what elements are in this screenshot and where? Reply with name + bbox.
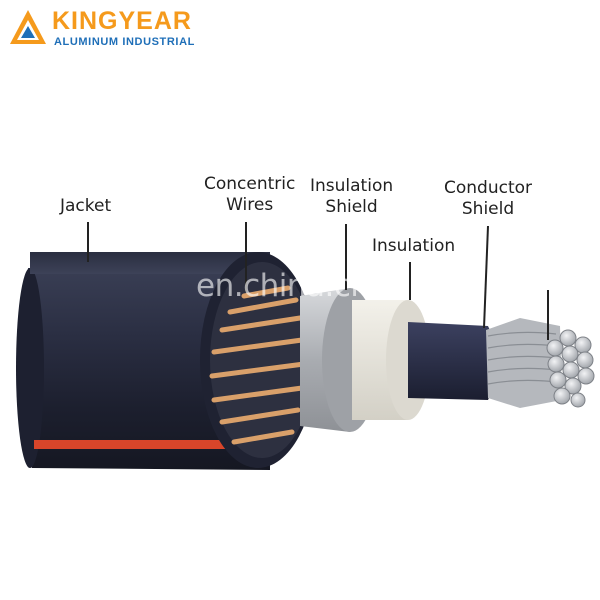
aluminum-conductor [486,318,595,408]
conductor-shield-layer [408,322,497,400]
label-jacket: Jacket [60,196,112,216]
jacket-red-stripe [34,440,252,449]
label-insulation: Insulation [372,236,456,256]
label-concentric-wires: Concentric Wires [204,174,296,215]
logo-brand-text: KINGYEAR [52,7,192,35]
watermark-text: en.china.cn [196,268,370,304]
label-conductor-shield: Conductor Shield [444,178,533,219]
concentric-wires-layer [209,262,314,458]
logo-tagline-text: ALUMINUM INDUSTRIAL [54,36,195,48]
leader-lines [87,222,549,340]
kingyear-logo: KINGYEAR ALUMINUM INDUSTRIAL [8,6,218,50]
logo-mark-icon [10,10,46,44]
label-insulation-shield: Insulation Shield [310,176,394,217]
